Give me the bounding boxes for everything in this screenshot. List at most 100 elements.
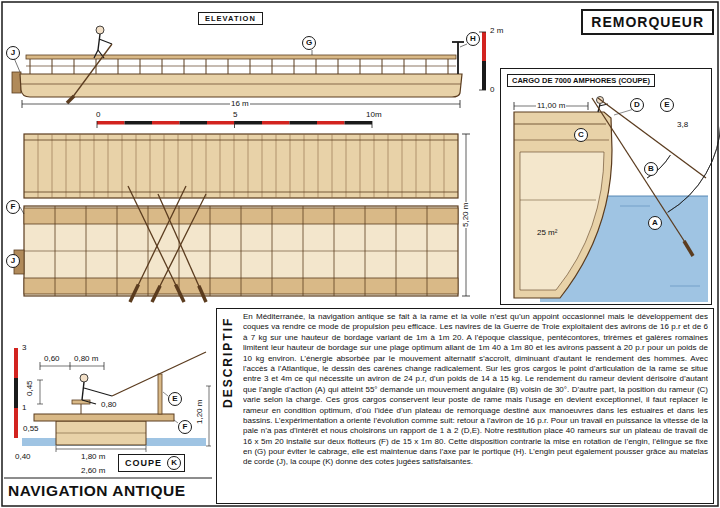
drawing-line bbox=[82, 400, 96, 404]
drawing-line bbox=[81, 404, 82, 414]
drawing-line bbox=[462, 134, 470, 135]
callout-circle: F bbox=[6, 200, 20, 214]
callout-circle: K bbox=[167, 456, 181, 470]
dimension-label: 11,00 m bbox=[536, 101, 566, 111]
drawing-line bbox=[136, 134, 137, 198]
drawing-path bbox=[598, 98, 706, 178]
drawing-circle bbox=[96, 26, 104, 34]
side-heading: DESCRIPTIF bbox=[221, 317, 235, 408]
drawing-line bbox=[56, 446, 57, 452]
drawing-line bbox=[402, 134, 403, 198]
drawing-line bbox=[374, 134, 375, 198]
dimension-label: 1 bbox=[21, 403, 27, 413]
drawing-shape bbox=[158, 374, 162, 414]
drawing-line bbox=[460, 44, 467, 47]
drawing-line bbox=[146, 446, 147, 452]
drawing-line bbox=[520, 200, 596, 201]
drawing-line bbox=[234, 121, 235, 128]
drawing-shape bbox=[235, 121, 263, 125]
drawing-line bbox=[312, 50, 313, 55]
drawing-line bbox=[388, 134, 389, 198]
callout-circle: D bbox=[630, 98, 644, 112]
drawing-line bbox=[24, 251, 458, 252]
drawing-line bbox=[452, 41, 464, 43]
callout-letter: E bbox=[661, 99, 673, 111]
drawing-line bbox=[304, 134, 305, 198]
description-panel: DESCRIPTIF En Méditerranée, la navigation… bbox=[216, 308, 714, 504]
callout-circle: B bbox=[644, 162, 658, 176]
callout-letter: F bbox=[179, 421, 191, 433]
drawing-shape bbox=[24, 134, 458, 198]
inset-panel: CARGO DE 7000 AMPHORES (COUPE)CDEBA bbox=[500, 68, 712, 305]
drawing-line bbox=[448, 59, 449, 74]
drawing-line bbox=[290, 134, 291, 198]
callout-letter: B bbox=[645, 163, 657, 175]
drawing-line bbox=[360, 134, 361, 198]
drawing-line bbox=[162, 59, 163, 74]
drawing-line bbox=[338, 59, 339, 74]
drawing-shape bbox=[482, 61, 486, 90]
dimension-label: 5,20 m bbox=[461, 202, 471, 228]
drawing-path bbox=[72, 44, 112, 98]
drawing-line bbox=[14, 58, 20, 72]
drawing-line bbox=[248, 134, 249, 198]
drawing-line bbox=[250, 59, 251, 74]
dimension-label: 1,20 m bbox=[195, 399, 205, 425]
dimension-label: 25 m² bbox=[536, 228, 558, 238]
drawing-shape bbox=[97, 121, 125, 125]
callout-circle: F bbox=[178, 420, 192, 434]
drawing-path bbox=[514, 112, 612, 298]
drawing-line bbox=[262, 134, 263, 198]
drawing-line bbox=[206, 134, 207, 198]
dimension-label: 3 bbox=[21, 343, 27, 353]
drawing-path bbox=[158, 194, 206, 302]
drawing-path bbox=[668, 121, 720, 212]
drawing-line bbox=[206, 59, 207, 74]
drawing-line bbox=[404, 59, 405, 74]
drawing-line bbox=[38, 134, 39, 198]
drawing-shape bbox=[24, 206, 458, 296]
drawing-line bbox=[52, 59, 53, 74]
drawing-line bbox=[118, 59, 119, 74]
drawing-line bbox=[98, 34, 100, 50]
drawing-shape bbox=[26, 55, 456, 59]
drawing-line bbox=[74, 59, 75, 74]
drawing-line bbox=[56, 449, 146, 450]
dimension-label: 2,60 m bbox=[80, 466, 106, 476]
drawing-line bbox=[316, 59, 317, 74]
drawing-line bbox=[416, 134, 417, 198]
drawing-line bbox=[346, 134, 347, 198]
drawing-path bbox=[130, 285, 138, 302]
dimension-label: 1,80 m bbox=[80, 452, 106, 462]
callout-letter: D bbox=[631, 99, 643, 111]
drawing-line bbox=[66, 134, 67, 198]
drawing-line bbox=[514, 102, 515, 110]
callout-circle: E bbox=[660, 98, 674, 112]
drawing-shape bbox=[207, 121, 235, 125]
drawing-line bbox=[26, 66, 456, 67]
drawing-line bbox=[178, 134, 179, 198]
drawing-line bbox=[382, 59, 383, 74]
drawing-line bbox=[294, 59, 295, 74]
inset-heading: CARGO DE 7000 AMPHORES (COUPE) bbox=[507, 74, 655, 87]
drawing-line bbox=[24, 192, 458, 193]
drawing-path bbox=[176, 285, 184, 302]
callout-letter: G bbox=[303, 37, 315, 49]
drawing-line bbox=[228, 59, 229, 74]
drawing-line bbox=[40, 362, 41, 370]
drawing-line bbox=[37, 404, 43, 405]
drawing-path bbox=[152, 286, 160, 302]
drawing-line bbox=[209, 386, 210, 446]
drawing-path bbox=[128, 186, 184, 302]
callout-circle: J bbox=[6, 254, 20, 268]
dimension-label: 0,45 bbox=[25, 379, 35, 397]
dimension-label: 0,40 bbox=[14, 452, 32, 462]
drawing-line bbox=[460, 100, 461, 108]
drawing-line bbox=[430, 134, 431, 198]
dimension-label: 0,80 bbox=[100, 400, 118, 410]
drawing-line bbox=[40, 380, 41, 404]
drawing-line bbox=[684, 241, 693, 256]
description-text: En Méditerranée, la navigation antique s… bbox=[243, 312, 708, 500]
